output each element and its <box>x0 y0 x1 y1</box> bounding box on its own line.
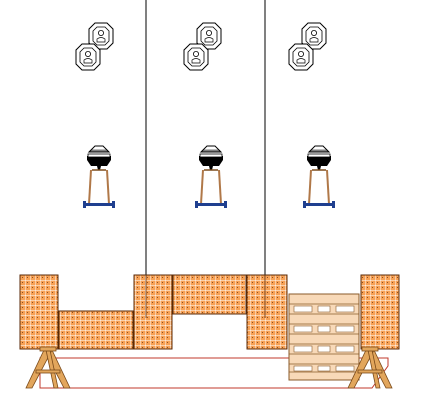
paper-target-icon <box>183 43 209 71</box>
paper-target-icon <box>75 43 101 71</box>
barricade-wall <box>360 274 400 350</box>
paper-target-icon <box>288 43 314 71</box>
barricade-wall <box>172 274 247 315</box>
barricade-wall <box>58 310 134 350</box>
sawhorse-icon <box>25 346 71 389</box>
barricade-wall <box>19 274 59 350</box>
steel-target-stand-icon <box>82 145 116 209</box>
barricade-wall <box>133 274 173 350</box>
steel-target-stand-icon <box>194 145 228 209</box>
steel-target-stand-icon <box>302 145 336 209</box>
barricade-wall <box>246 274 288 350</box>
pallet-stack <box>288 293 360 381</box>
